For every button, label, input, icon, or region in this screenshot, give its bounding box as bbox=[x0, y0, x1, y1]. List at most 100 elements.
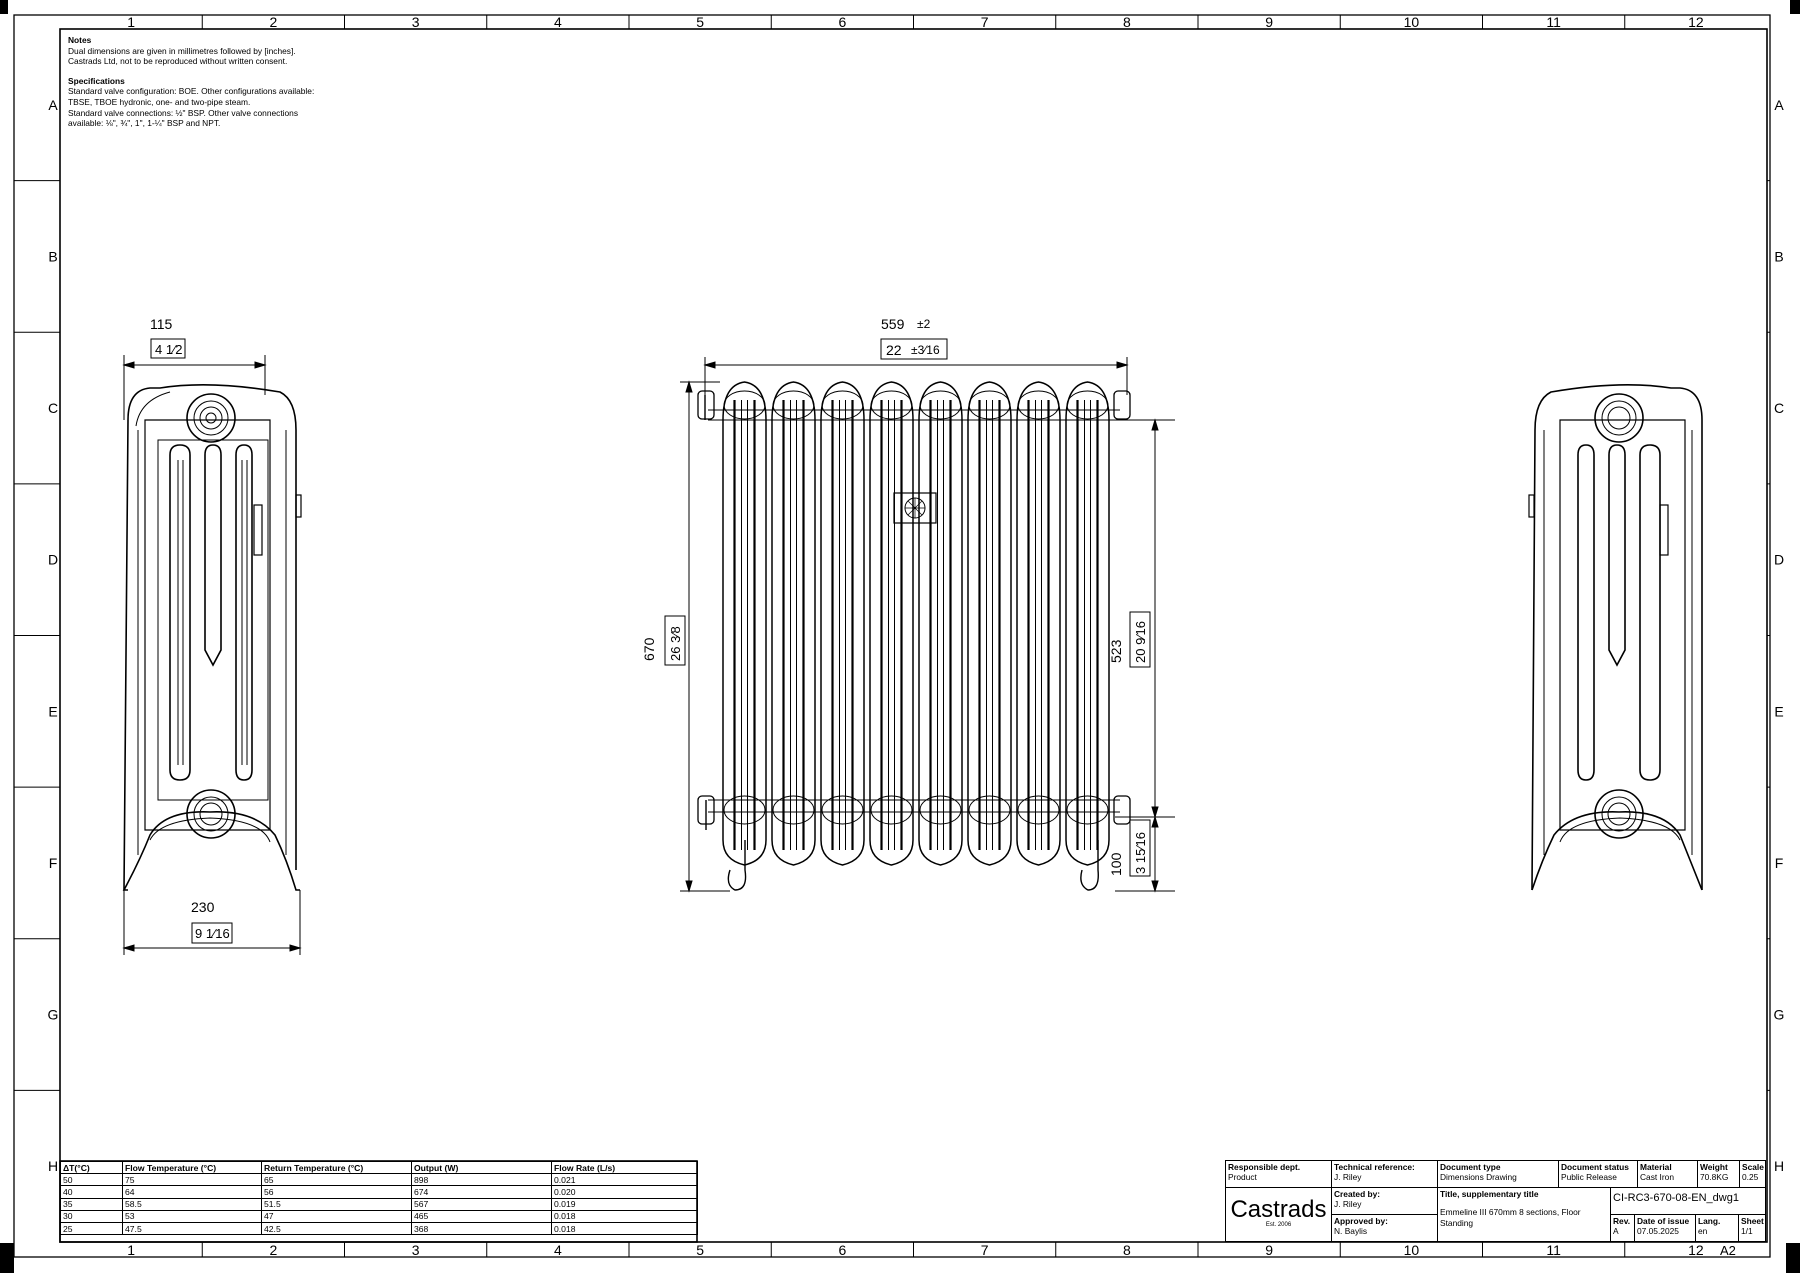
zone-col-label-top: 7 bbox=[981, 14, 989, 30]
cell: 40 bbox=[60, 1185, 123, 1199]
sheet-size-label: A2 bbox=[1720, 1243, 1736, 1258]
zone-row-label-left: H bbox=[48, 1158, 58, 1174]
cell: 0.020 bbox=[551, 1185, 698, 1199]
spec-line: available: ⅛", ¾", 1", 1-¼" BSP and NPT. bbox=[68, 118, 221, 129]
zone-row-label-right: H bbox=[1774, 1158, 1784, 1174]
zone-col-label-bottom: 6 bbox=[838, 1242, 846, 1258]
section-bottom-hub bbox=[1066, 795, 1109, 825]
label: Created by: bbox=[1334, 1189, 1381, 1199]
side-view-right bbox=[1528, 384, 1703, 891]
height-mm: 670 bbox=[641, 637, 657, 661]
radiator-section bbox=[918, 381, 963, 866]
floor-in-box bbox=[1129, 819, 1151, 877]
doc-status-cell: Document status Public Release bbox=[1558, 1160, 1638, 1188]
zone-col-label-bottom: 12 bbox=[1688, 1242, 1704, 1258]
notes-heading: Notes bbox=[68, 35, 92, 45]
value: N. Baylis bbox=[1334, 1226, 1368, 1236]
centres-dimension bbox=[1115, 418, 1175, 893]
zone-col-label-bottom: 11 bbox=[1546, 1242, 1561, 1258]
label: Rev. bbox=[1613, 1216, 1631, 1226]
col-header-return-temp: Return Temperature (°C) bbox=[261, 1160, 412, 1175]
cell: 58.5 bbox=[122, 1197, 262, 1211]
cell: 0.021 bbox=[551, 1173, 698, 1187]
zone-col-label-top: 6 bbox=[838, 14, 846, 30]
corner-mark bbox=[0, 1243, 14, 1273]
doc-number-cell: CI-RC3-670-08-EN_dwg1 bbox=[1610, 1187, 1766, 1215]
col-header-flow-temp: Flow Temperature (°C) bbox=[122, 1160, 262, 1175]
value: J. Riley bbox=[1334, 1172, 1362, 1182]
section-top-hub bbox=[968, 390, 1011, 420]
zone-col-label-bottom: 10 bbox=[1404, 1242, 1420, 1258]
side-depth-top-dimension bbox=[122, 355, 267, 420]
value: Public Release bbox=[1561, 1172, 1617, 1182]
zone-col-label-bottom: 2 bbox=[269, 1242, 277, 1258]
cell: 56 bbox=[261, 1185, 412, 1199]
radiator-section bbox=[1016, 381, 1061, 866]
value: 70.8KG bbox=[1700, 1172, 1729, 1182]
section-top-hub bbox=[1017, 390, 1060, 420]
label: Date of issue bbox=[1637, 1216, 1690, 1226]
width-tol-in: ±3⁄16 bbox=[911, 343, 940, 357]
notes-line: Castrads Ltd, not to be reproduced witho… bbox=[68, 56, 288, 67]
radiator-section bbox=[722, 381, 767, 866]
zone-col-label-top: 2 bbox=[269, 14, 277, 30]
cell: 0.018 bbox=[551, 1209, 698, 1223]
table-row: 50 75 65 898 0.021 bbox=[60, 1173, 698, 1187]
label: Lang. bbox=[1698, 1216, 1721, 1226]
spec-line: Standard valve connections: ½" BSP. Othe… bbox=[68, 107, 299, 118]
doc-number: CI-RC3-670-08-EN_dwg1 bbox=[1613, 1192, 1739, 1204]
created-by-cell: Created by: J. Riley bbox=[1331, 1187, 1438, 1215]
section-bottom-hub bbox=[919, 795, 962, 825]
lang-cell: Lang. en bbox=[1695, 1214, 1739, 1242]
corner-mark bbox=[0, 0, 8, 14]
cell: 567 bbox=[411, 1197, 552, 1211]
cell: 0.018 bbox=[551, 1221, 698, 1236]
value: en bbox=[1698, 1226, 1708, 1236]
zone-row-label-left: G bbox=[48, 1007, 59, 1023]
responsible-dept-cell: Responsible dept. Product bbox=[1225, 1160, 1332, 1188]
label: Approved by: bbox=[1334, 1216, 1388, 1226]
tech-ref-cell: Technical reference: J. Riley bbox=[1331, 1160, 1438, 1188]
table-row: 30 53 47 465 0.018 bbox=[60, 1209, 698, 1223]
issue-date-cell: Date of issue 07.05.2025 bbox=[1634, 1214, 1696, 1242]
section-bottom-hub bbox=[772, 795, 815, 825]
radiator-section bbox=[1065, 381, 1110, 866]
zone-row-label-right: G bbox=[1774, 1007, 1785, 1023]
weight-cell: Weight 70.8KG bbox=[1697, 1160, 1740, 1188]
label: Responsible dept. bbox=[1228, 1162, 1301, 1172]
cell: 30 bbox=[60, 1209, 123, 1223]
centres-in: 20 9⁄16 bbox=[1133, 621, 1148, 663]
zone-col-label-top: 10 bbox=[1404, 14, 1420, 30]
notes-block: Notes Dual dimensions are given in milli… bbox=[68, 35, 368, 129]
cell: 75 bbox=[122, 1173, 262, 1187]
notes-line: Dual dimensions are given in millimetres… bbox=[68, 45, 296, 56]
radiator-section bbox=[967, 381, 1012, 866]
value: J. Riley bbox=[1334, 1199, 1362, 1209]
zone-col-label-bottom: 4 bbox=[554, 1242, 562, 1258]
cell: 51.5 bbox=[261, 1197, 412, 1211]
cell: 47.5 bbox=[122, 1221, 262, 1236]
cell: 25 bbox=[60, 1221, 123, 1236]
col-header-delta-t: ΔT(°C) bbox=[60, 1160, 123, 1175]
height-in: 26 3⁄8 bbox=[668, 626, 683, 661]
zone-col-label-bottom: 3 bbox=[412, 1242, 420, 1258]
side-depth-base-in: 9 1⁄16 bbox=[195, 926, 230, 941]
title-cell: Title, supplementary title Emmeline III … bbox=[1437, 1187, 1611, 1242]
zone-col-label-top: 1 bbox=[127, 14, 135, 30]
cell: 368 bbox=[411, 1221, 552, 1236]
section-bottom-hub bbox=[1017, 795, 1060, 825]
table-header-row: ΔT(°C) Flow Temperature (°C) Return Temp… bbox=[60, 1160, 698, 1175]
label: Technical reference: bbox=[1334, 1162, 1415, 1172]
material-cell: Material Cast Iron bbox=[1637, 1160, 1698, 1188]
logo-est: Est. 2006 bbox=[1265, 1222, 1292, 1228]
title-block: Responsible dept. Product Technical refe… bbox=[1225, 1160, 1766, 1242]
end-bush bbox=[1113, 795, 1131, 825]
label: Scale bbox=[1742, 1162, 1764, 1172]
title-line: Emmeline III 670mm 8 sections, Floor bbox=[1440, 1207, 1581, 1217]
zone-row-label-left: F bbox=[49, 855, 58, 871]
side-depth-top-in-box bbox=[150, 338, 186, 359]
cell: 50 bbox=[60, 1173, 123, 1187]
scale-cell: Scale 0.25 bbox=[1739, 1160, 1766, 1188]
zone-row-label-right: D bbox=[1774, 552, 1784, 568]
cell: 674 bbox=[411, 1185, 552, 1199]
